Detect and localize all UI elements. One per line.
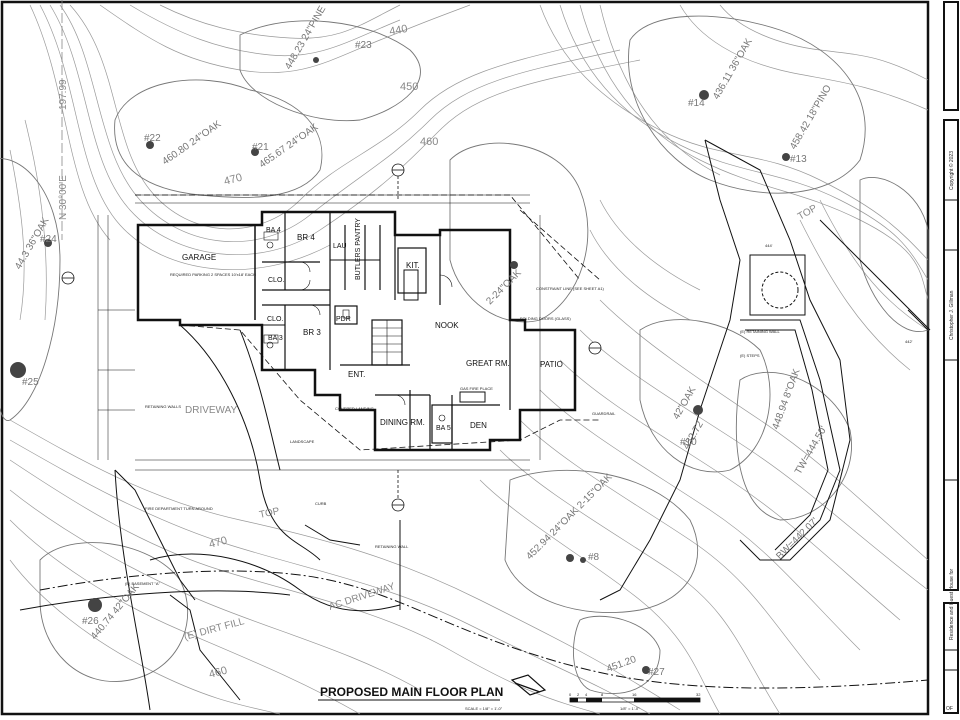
sheet-of: OF <box>946 706 953 712</box>
tree-id: #13 <box>790 154 807 165</box>
copyright-text: Copyright © 2023 <box>948 151 955 190</box>
contour-labels: 440 450 460 470 470 460 <box>208 23 439 681</box>
designer-name: Christopher J. Gillman <box>949 290 955 340</box>
tree-id: #23 <box>355 40 372 51</box>
tree-id: #21 <box>252 142 269 153</box>
scale-bar-caption: 1/8" = 1'-0" <box>620 706 640 711</box>
retaining-wall-note: RETAINING WALL <box>375 544 409 549</box>
room-clo-bottom: CLO. <box>267 316 283 323</box>
scale-tick: 32 <box>696 692 701 697</box>
scale-text: SCALE = 1/8" = 1'-0" <box>465 706 503 711</box>
room-br3: BR 3 <box>303 328 321 337</box>
tree-label: 448.94 8"OAK <box>770 367 802 431</box>
house-footprint <box>136 210 577 452</box>
scale-tick: 0 <box>569 692 572 697</box>
room-clo-top: CLO. <box>268 277 284 284</box>
room-butlers-pantry: BUTLERS PANTRY <box>355 218 362 280</box>
room-br4: BR 4 <box>297 233 315 242</box>
garage-parking-note: REQUIRED PARKING 2 SPACES 10'x18' EACH <box>170 272 256 277</box>
tree-id: #8 <box>588 552 600 563</box>
tree-id: #10 <box>680 437 697 448</box>
section-markers <box>61 163 602 512</box>
title-block: Copyright © 2023 Christopher J. Gillman … <box>943 1 959 714</box>
tree-label: 42"OAK <box>671 385 699 422</box>
tree-id: #25 <box>22 377 39 388</box>
scale-tick: 16 <box>632 692 637 697</box>
room-nook: NOOK <box>435 321 459 330</box>
fire-turnaround-note: FIRE DEPARTMENT TURN AROUND <box>145 506 213 511</box>
room-entry: ENT. <box>348 370 365 379</box>
scale-bar: 0 2 4 8 16 32 1/8" = 1'-0" <box>569 692 701 711</box>
property-lines <box>19 139 931 689</box>
bearing-line: N 30°00'E 197.99 <box>58 0 69 240</box>
house-fixtures <box>263 231 453 422</box>
topography-contours <box>9 4 929 715</box>
driveway-outline <box>114 324 401 711</box>
tree-label: 2-24"OAK <box>484 268 524 308</box>
steps-note: (E) STEPS <box>740 353 760 358</box>
tree-id: #27 <box>648 667 665 678</box>
room-labels: GARAGE REQUIRED PARKING 2 SPACES 10'x18'… <box>170 218 563 432</box>
tree-id: #14 <box>688 98 705 109</box>
tree-driplines <box>0 15 929 694</box>
contour-label: 440 <box>388 23 408 38</box>
setback-lines <box>135 194 601 451</box>
tree-label: 451.20 <box>605 654 638 675</box>
room-ba3: BA 3 <box>268 335 283 342</box>
landscape-note: LANDSCAPE <box>290 439 315 444</box>
sheet-border <box>0 0 930 716</box>
contour-label: 460 <box>420 136 438 148</box>
tree-labels: #23 448.23 24"PINE #22 460.80 24"OAK #21… <box>13 4 834 678</box>
project-title: Residence and Guest House for <box>949 569 955 640</box>
scale-tick: 2 <box>577 692 580 697</box>
room-great-room: GREAT RM. <box>466 359 510 368</box>
contour-label: 470 <box>223 172 244 188</box>
room-patio: PATIO <box>540 360 563 369</box>
scale-tick: 8 <box>601 692 604 697</box>
existing-retaining-wall <box>740 254 929 561</box>
tree-id: #22 <box>144 133 161 144</box>
drawing-title: PROPOSED MAIN FLOOR PLAN <box>320 685 503 699</box>
existing-retaining-note: (E) RETAINING WALL <box>740 329 781 334</box>
contour-label: 450 <box>400 81 418 93</box>
tree-label: 460.80 24"OAK <box>160 119 223 168</box>
room-ba5: BA 5 <box>436 425 451 432</box>
curb-note: CURB <box>315 501 327 506</box>
north-arrow-icon <box>510 674 547 696</box>
tree-label: 452.94 24"OAK 2-15"OAK <box>524 472 614 562</box>
bw-elevation-label: BW=442.07' <box>774 516 820 562</box>
elevation-444: 444' <box>765 243 773 248</box>
guardrail-note: GUARDRAIL <box>592 411 616 416</box>
driveway-label: DRIVEWAY <box>185 405 238 416</box>
bearing-text: N 30°00'E <box>58 175 69 220</box>
bearing-distance: 197.99 <box>58 79 69 110</box>
room-kitchen: KIT. <box>406 261 420 270</box>
room-garage: GARAGE <box>182 253 216 262</box>
constraint-line-note: CONSTRAINT LINE (SEE SHEET A1) <box>536 286 605 291</box>
tree-label: 436.11 36"OAK <box>711 36 755 101</box>
room-den: DEN <box>470 421 487 430</box>
retaining-walls-note: RETAINING WALLS <box>145 404 181 409</box>
tree-id: #26 <box>82 616 99 627</box>
folding-doors-note: FOLDING DOORS (GLASS) <box>520 316 571 321</box>
tree-label: 458.42 18"PINO <box>788 83 834 151</box>
tree-id: #24 <box>40 234 57 245</box>
top-label: TOP <box>796 203 819 223</box>
gas-fireplace-note: GAS FIRE PLACE <box>460 386 493 391</box>
covered-landing-note: COVERED LANDING <box>335 406 374 411</box>
contour-label: 470 <box>208 535 229 551</box>
contour-label: 460 <box>208 665 229 681</box>
scale-tick: 4 <box>585 692 588 697</box>
room-laundry: LAU <box>333 243 347 250</box>
elevation-442: 442' <box>905 339 913 344</box>
room-dining: DINING RM. <box>380 418 425 427</box>
room-ba4: BA 4 <box>266 227 281 234</box>
room-powder: PDR <box>336 316 351 323</box>
top-label: TOP <box>258 506 281 521</box>
tree-markers <box>10 57 790 674</box>
easement-note: (E) EASEMENT "A" <box>125 581 161 586</box>
tree-label: 440.74 42"OAK <box>89 582 142 642</box>
